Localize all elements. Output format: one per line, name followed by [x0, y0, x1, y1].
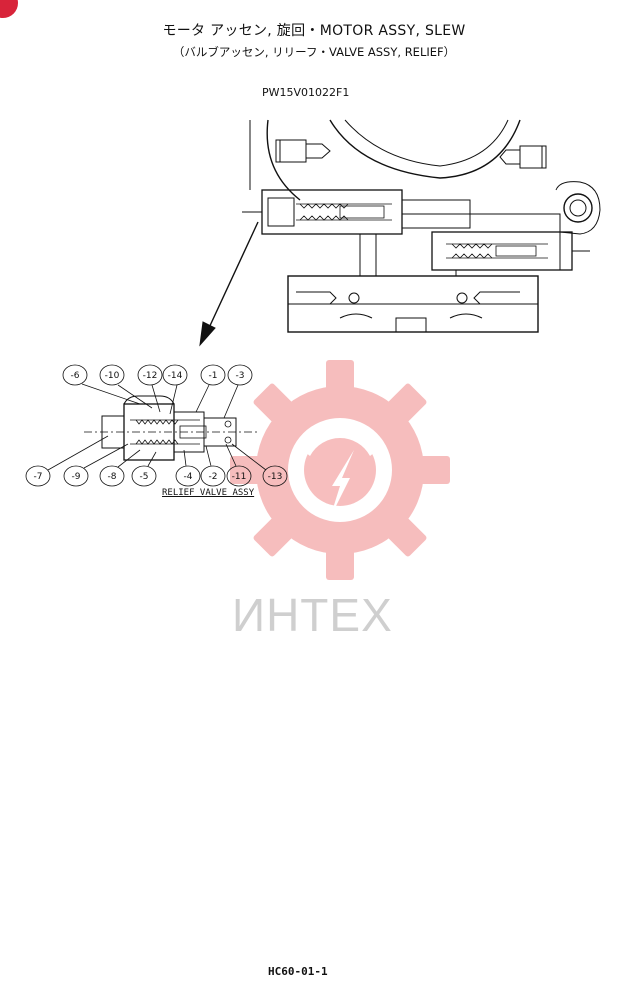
callout-bottom-6: -2: [209, 472, 218, 482]
callout-top-2: -10: [105, 371, 120, 381]
page-subtitle: （バルブアッセン, リリーフ・VALVE ASSY, RELIEF）: [172, 45, 456, 59]
watermark-text: ИНТЕХ: [232, 589, 393, 641]
callout-bottom-4: -5: [140, 472, 149, 482]
callout-bottom-5: -4: [184, 472, 193, 482]
callout-bottom-3: -8: [108, 472, 117, 482]
page-code: HC60-01-1: [268, 965, 328, 978]
callout-bottom-2: -9: [72, 472, 81, 482]
callout-top-6: -3: [236, 371, 245, 381]
callout-bottom-1: -7: [34, 472, 43, 482]
callout-top-5: -1: [209, 371, 218, 381]
relief-valve-caption: RELIEF VALVE ASSY: [162, 488, 255, 498]
callout-top-3: -12: [143, 371, 158, 381]
callout-bottom-7: -11: [232, 472, 247, 482]
page-title: モータ アッセン, 旋回・MOTOR ASSY, SLEW: [162, 23, 466, 39]
corner-badge: [0, 0, 18, 18]
callout-bottom-8: -13: [268, 472, 283, 482]
callout-top-4: -14: [168, 371, 183, 381]
part-number: PW15V01022F1: [262, 86, 350, 99]
callout-top-1: -6: [71, 371, 80, 381]
